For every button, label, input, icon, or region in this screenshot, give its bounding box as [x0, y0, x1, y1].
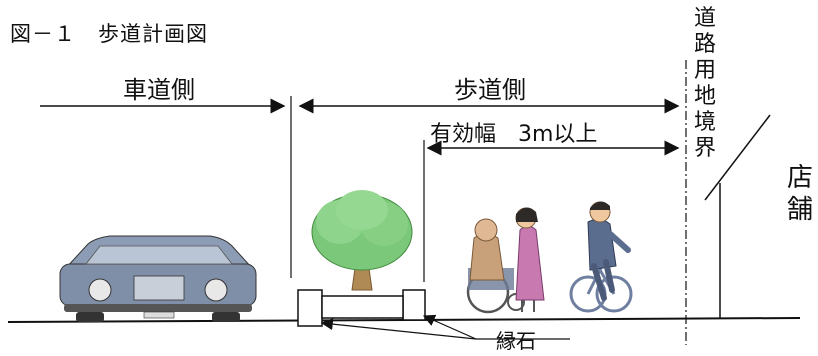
roadway-side-label: 車道側 [123, 76, 195, 104]
tree-illustration [311, 190, 413, 291]
sidewalk-slab [321, 295, 404, 319]
shop-label: 店 舗 [785, 162, 815, 226]
road-land-boundary-label: 道 路 用 地 境 界 [692, 6, 718, 162]
curbstone-right [402, 289, 426, 321]
curbstone-pointer-left [320, 318, 477, 340]
shop-char: 舗 [786, 195, 813, 225]
shop-roof-line [704, 114, 771, 201]
cyclist-illustration [569, 201, 633, 313]
boundary-char: 境 [693, 110, 716, 135]
wheelchair-user-illustration [466, 207, 545, 314]
curbstone-label: 縁石 [496, 329, 536, 353]
car-illustration [59, 235, 257, 322]
boundary-char: 用 [693, 58, 716, 83]
boundary-char: 界 [693, 136, 716, 161]
diagram-title: 図－１ 歩道計画図 [10, 22, 208, 46]
boundary-char: 地 [693, 84, 716, 109]
boundary-char: 路 [693, 32, 716, 57]
curbstone-left [297, 289, 323, 327]
curbstone-pointer-right [422, 314, 477, 340]
shop-char: 店 [786, 163, 813, 193]
boundary-char: 道 [693, 6, 716, 31]
